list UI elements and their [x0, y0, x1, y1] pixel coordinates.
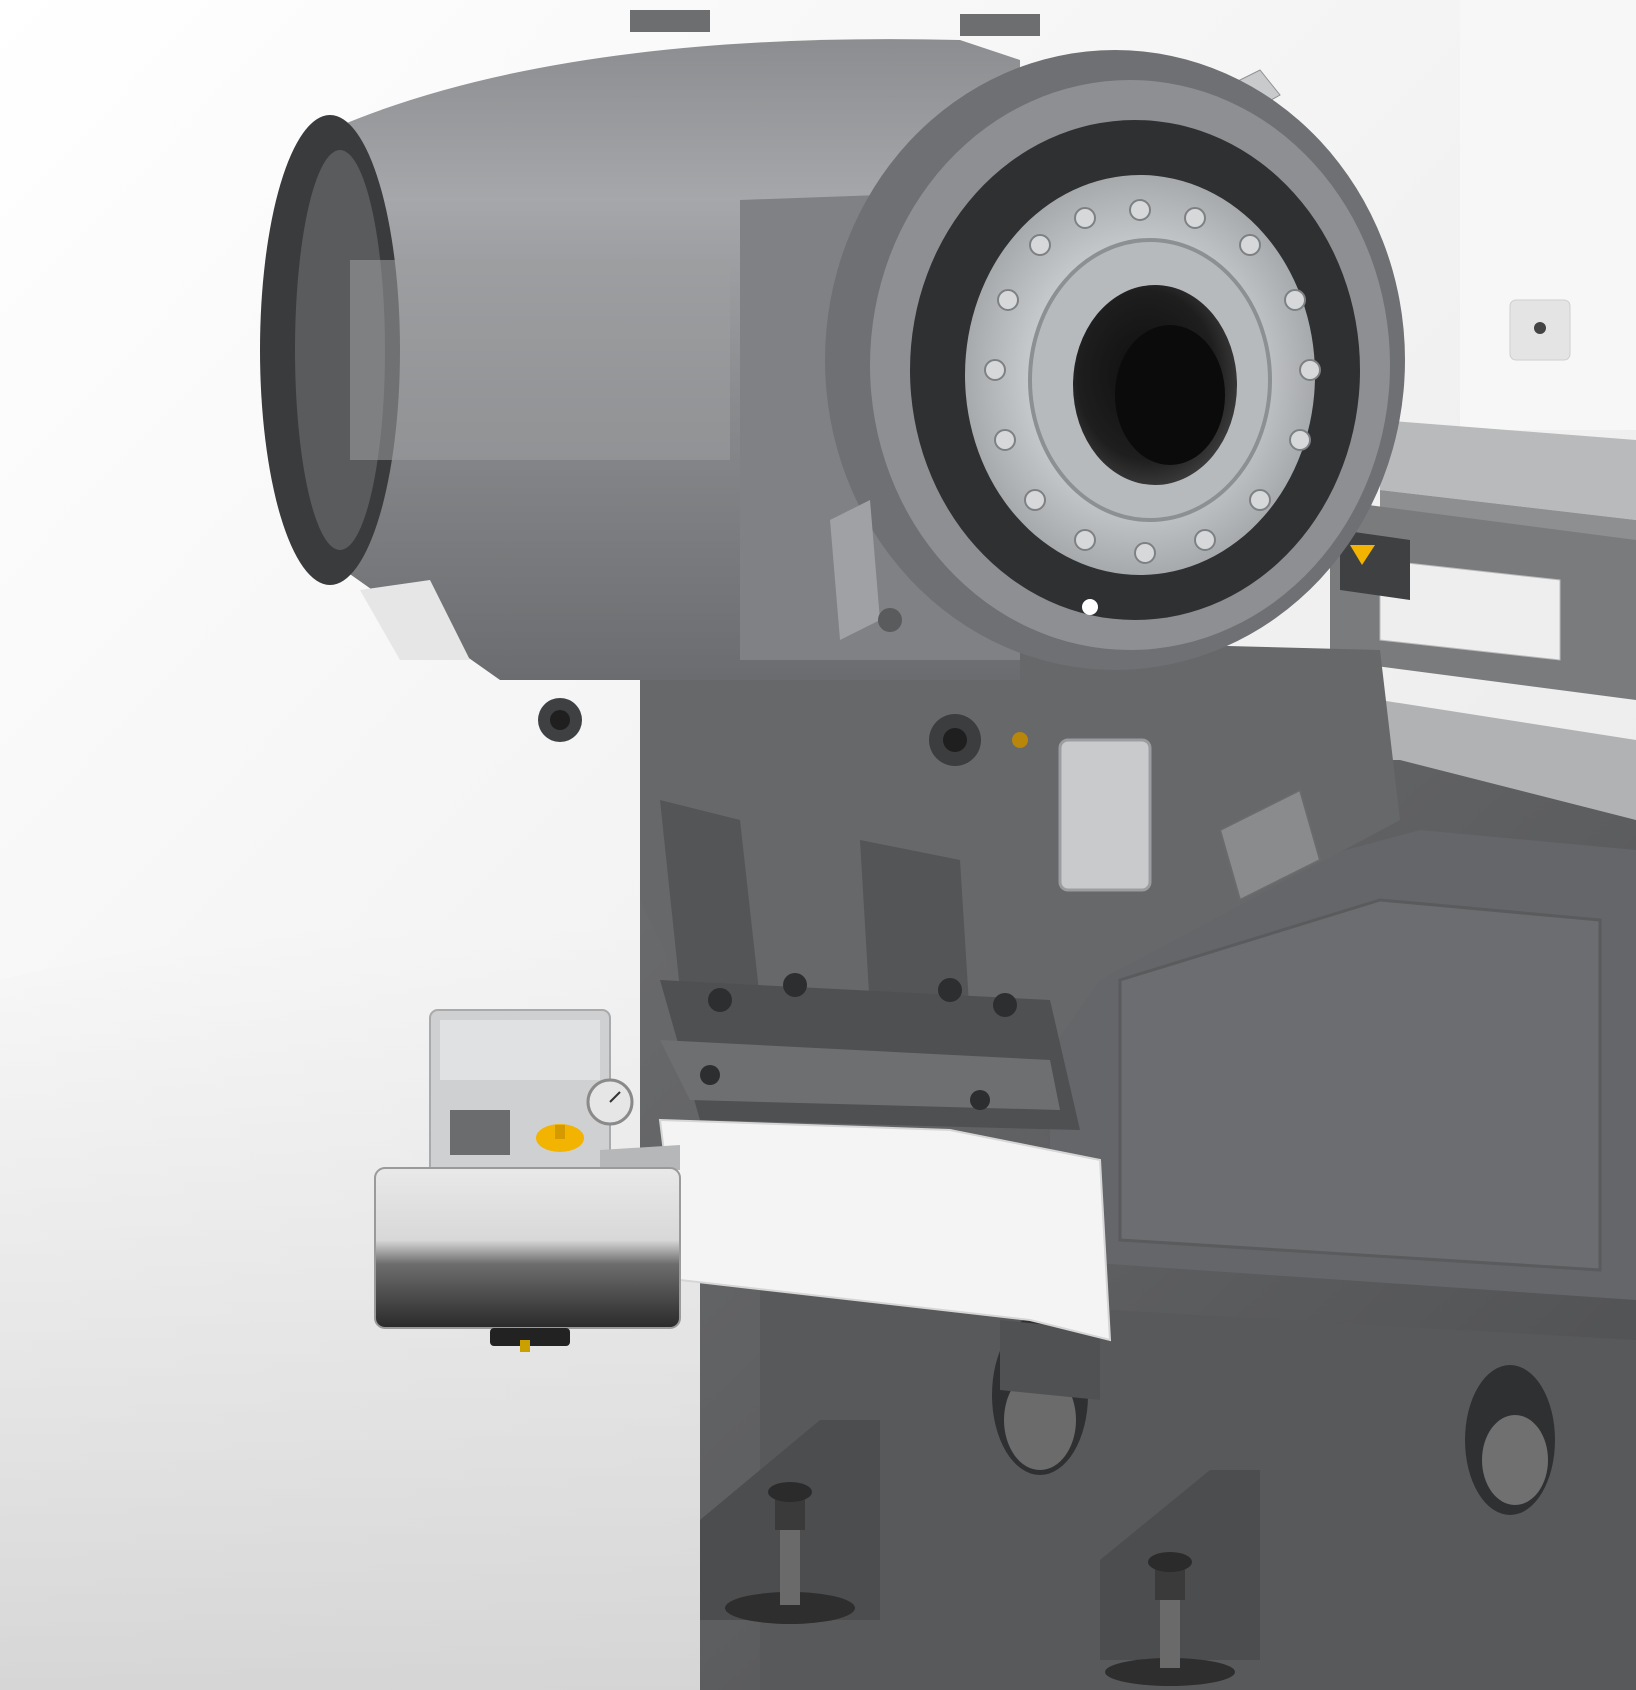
- leveling-foot: [1105, 1552, 1235, 1686]
- pump-label-plate: [450, 1110, 510, 1155]
- flange-bolt-holes: [984, 199, 1321, 564]
- reference-marker: [1082, 599, 1098, 615]
- oil-reservoir: [374, 1167, 681, 1329]
- side-plate: [830, 500, 880, 640]
- nameplate-panel: [1058, 738, 1152, 892]
- housing-panel: [350, 260, 730, 460]
- lubrication-pump: [374, 1009, 681, 1352]
- spindle-face: [825, 50, 1405, 670]
- warning-sign-icon: [1350, 545, 1375, 565]
- leveling-feet: [725, 1482, 1235, 1686]
- machine-enclosure: [1380, 0, 1636, 640]
- leveling-foot: [725, 1482, 855, 1624]
- headstock-pedestal: [640, 640, 1400, 1080]
- headstock-base-mount: [660, 973, 1080, 1130]
